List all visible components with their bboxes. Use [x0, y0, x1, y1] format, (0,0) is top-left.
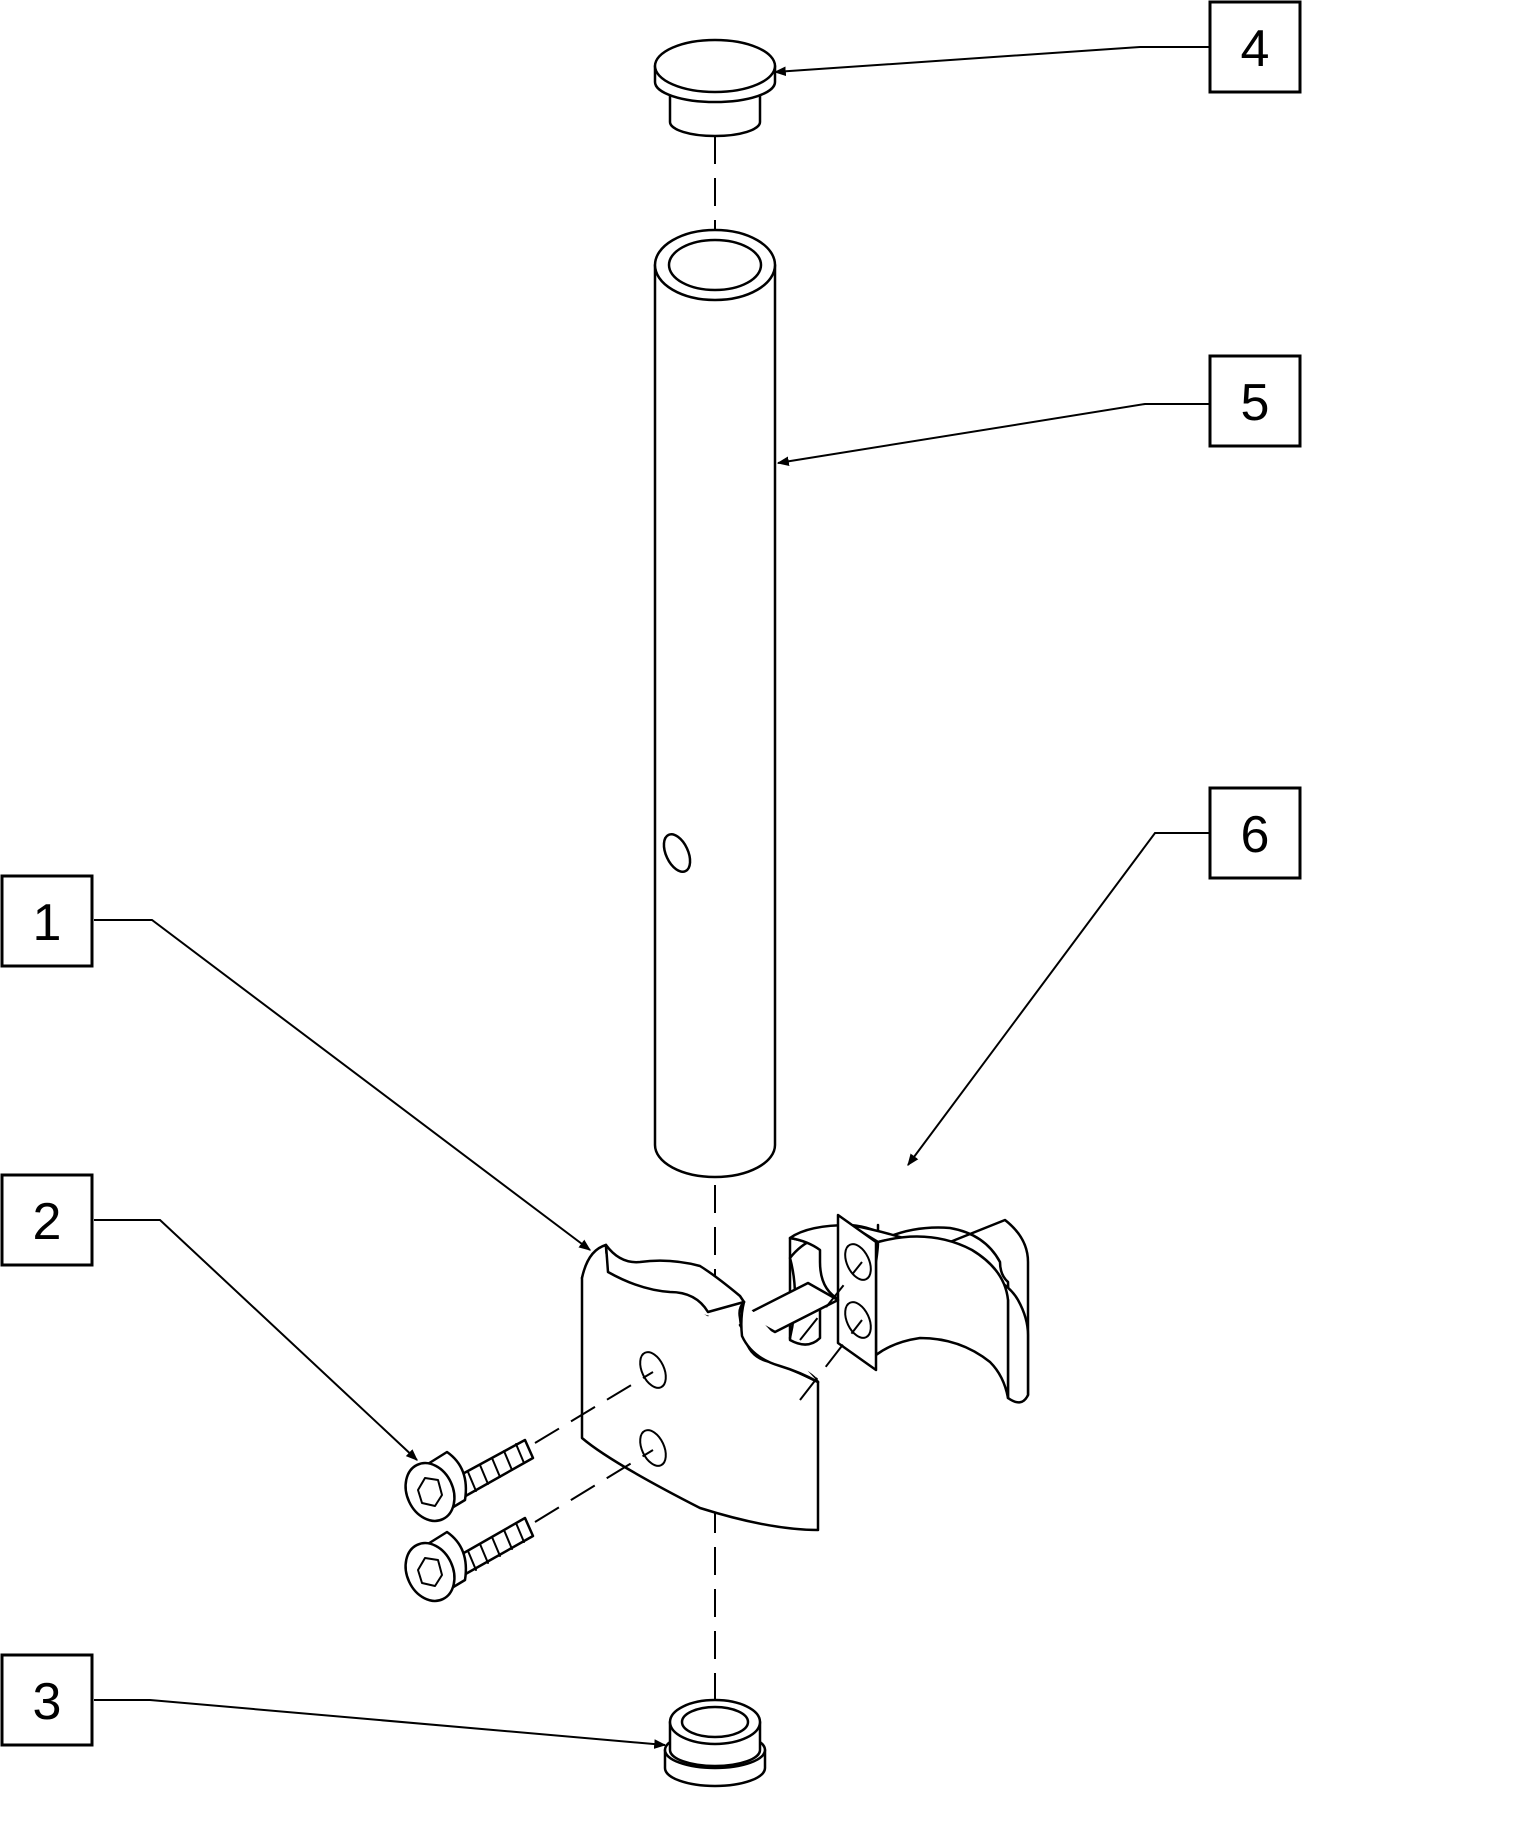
part-2-screw-lower [404, 1516, 535, 1603]
hex-socket-icon [417, 1477, 443, 1507]
part-4-cap [653, 38, 777, 138]
screw-axes [534, 1261, 863, 1523]
clamp-1-hole-upper [639, 1351, 667, 1389]
clamp-6-hole-upper [844, 1243, 872, 1281]
callout-4: 4 [1208, 0, 1302, 94]
leader-6 [907, 832, 1210, 1166]
tube-hole [662, 833, 692, 873]
part-1-front-clamp [580, 1243, 840, 1532]
callout-2: 2 [0, 1173, 94, 1267]
hex-socket-icon [417, 1557, 443, 1587]
leader-5 [776, 403, 1210, 467]
callout-4-label: 4 [1241, 20, 1270, 78]
callout-6: 6 [1208, 786, 1302, 880]
leader-2 [94, 1219, 418, 1461]
part-6-back-clamp [788, 1213, 1030, 1404]
leader-3 [94, 1699, 667, 1749]
callout-1: 1 [0, 874, 94, 968]
callout-2-label: 2 [33, 1193, 62, 1251]
clamp-6-hole-lower [844, 1301, 872, 1339]
leader-lines [94, 46, 1210, 1749]
callout-1-label: 1 [33, 894, 62, 952]
callout-3-label: 3 [33, 1673, 62, 1731]
leader-1 [94, 919, 591, 1251]
callout-6-label: 6 [1241, 806, 1270, 864]
part-5-tube [653, 228, 777, 1179]
callout-5: 5 [1208, 354, 1302, 448]
callout-3: 3 [0, 1653, 94, 1747]
part-3-bushing [663, 1698, 767, 1788]
callout-5-label: 5 [1241, 374, 1270, 432]
clamp-1-hole-lower [639, 1429, 667, 1467]
part-2-screw-upper [404, 1438, 535, 1523]
leader-4 [773, 46, 1210, 77]
